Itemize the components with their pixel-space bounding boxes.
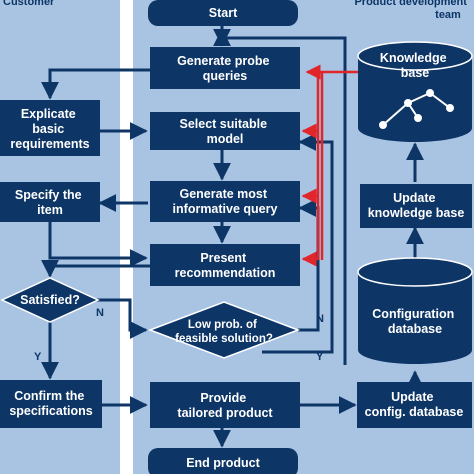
label-line: informative query: [173, 202, 278, 216]
node-provide-tailored-product: Provide tailored product: [150, 382, 300, 428]
node-generate-probe-queries: Generate probe queries: [150, 47, 300, 89]
label-line: Provide: [200, 391, 246, 405]
label-line: Generate probe: [177, 54, 269, 68]
node-specify-item: Specify the item: [0, 182, 100, 222]
label-line: Update: [393, 191, 435, 205]
node-select-suitable-model: Select suitable model: [150, 112, 300, 150]
edge-specify-present: [48, 222, 148, 267]
edge-present-satisfied: [41, 259, 150, 278]
svg-text:End product: End product: [186, 456, 260, 470]
label-line: Present: [200, 251, 247, 265]
knowledge-feed: [301, 64, 358, 267]
svg-text:Explicate basic re: Explicate basic requirements: [10, 107, 89, 151]
edge-satisfied-lowprob: [96, 298, 148, 339]
customer-lane-title: Customer: [3, 0, 55, 8]
svg-text:Provide tailored product: Provide tailored product: [177, 391, 273, 420]
node-present-recommendation: Present recommendation: [150, 244, 300, 286]
satisfied-no-label: N: [96, 307, 104, 319]
label-line: requirements: [10, 137, 89, 151]
connectors: [41, 26, 424, 448]
team-lane-title-line2: team: [435, 9, 461, 21]
node-satisfied-decision: Satisfied?: [0, 277, 100, 323]
node-update-knowledge-base: Update knowledge base: [360, 184, 472, 228]
svg-text:Specify the item: Specify the item: [15, 188, 85, 217]
node-end-product: End product: [148, 448, 298, 474]
node-low-probability-decision: Low prob. of feasible solution?: [147, 301, 301, 359]
edge-lowprob-generate: [298, 199, 320, 332]
lowprob-yes-label: Y: [316, 351, 324, 363]
tree-icon: [379, 89, 454, 129]
satisfied-yes-label: Y: [34, 351, 42, 363]
label-line: basic: [32, 122, 64, 136]
node-start: Start: [148, 0, 298, 26]
node-update-config-database: Update config. database: [357, 382, 472, 428]
label-line: base: [401, 66, 430, 80]
node-configuration-database: Configuration database: [357, 257, 473, 364]
label-line: tailored product: [177, 406, 273, 420]
label-line: feasible solution?: [175, 333, 273, 345]
svg-text:Start: Start: [209, 6, 238, 20]
svg-text:Confirm the specificatio: Confirm the specifications: [9, 389, 92, 418]
node-generate-informative-query: Generate most informative query: [150, 181, 300, 222]
edge-probe-explicate: [41, 68, 150, 100]
svg-text:Present recommendation: Present recommendation: [175, 251, 276, 280]
svg-text:Generate most informativ: Generate most informative query: [173, 187, 278, 216]
node-confirm-specifications: Confirm the specifications: [0, 380, 102, 428]
label-line: Confirm the: [14, 389, 84, 403]
label-line: Select suitable: [179, 117, 267, 131]
edge-lowprob-yes: [262, 133, 334, 354]
team-lane-title: Product development team: [354, 0, 470, 21]
node-explicate-requirements: Explicate basic requirements: [0, 100, 100, 156]
label-line: item: [37, 203, 63, 217]
label-line: Knowledge: [380, 51, 447, 65]
svg-text:Update config. database: Update config. database: [365, 390, 464, 419]
label-line: model: [207, 132, 244, 146]
label-line: Generate most: [179, 187, 267, 201]
node-knowledge-base: Knowledge base: [357, 41, 473, 142]
label-line: specifications: [9, 404, 92, 418]
label-line: Low prob. of: [188, 319, 257, 331]
svg-text:Update knowledge base: Update knowledge base: [368, 191, 465, 220]
svg-text:Low prob. of feasible so: Low prob. of feasible solution?: [175, 319, 273, 345]
svg-text:Satisfied?: Satisfied?: [20, 293, 80, 307]
svg-text:Configuration database: Configuration database: [372, 307, 457, 336]
label-line: Explicate: [21, 107, 76, 121]
lowprob-no-label: N: [316, 313, 324, 325]
team-lane-title-line1: Product development: [354, 0, 467, 8]
label-line: queries: [203, 69, 248, 83]
label-line: Update: [391, 390, 433, 404]
label-line: Specify the: [15, 188, 82, 202]
label-line: knowledge base: [368, 206, 465, 220]
svg-text:Generate probe queries: Generate probe queries: [177, 54, 273, 83]
svg-text:Knowledge base: Knowledge base: [380, 51, 450, 80]
label-line: config. database: [365, 405, 464, 419]
svg-text:Select suitable model: Select suitable model: [179, 117, 270, 146]
edge-loop-start: [213, 28, 345, 47]
label-line: Configuration: [372, 307, 454, 321]
label-line: database: [388, 322, 442, 336]
label-line: recommendation: [175, 266, 276, 280]
